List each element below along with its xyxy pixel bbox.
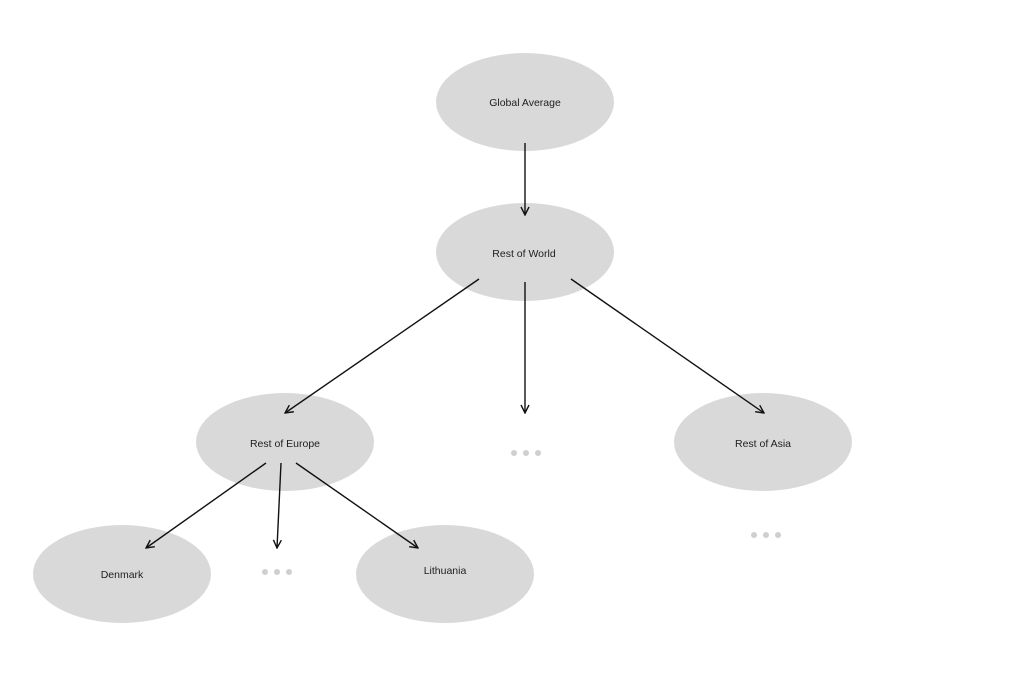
node-rest-of-europe[interactable]: Rest of Europe	[196, 393, 374, 491]
node-rest-of-europe-label: Rest of Europe	[250, 438, 320, 450]
europe-ellipsis-indicator	[262, 569, 292, 575]
node-global-average-shape	[436, 53, 614, 151]
node-rest-of-europe-shape	[196, 393, 374, 491]
node-rest-of-asia-shape	[674, 393, 852, 491]
edge-europe-to-lithuania	[295, 462, 418, 548]
node-global-average[interactable]: Global Average	[436, 53, 614, 151]
europe-ellipsis-dot	[262, 569, 268, 575]
node-denmark-shape	[33, 525, 211, 623]
asia-ellipsis-dot	[775, 532, 781, 538]
world-ellipsis-indicator	[511, 450, 541, 456]
node-lithuania[interactable]: Lithuania	[356, 525, 534, 623]
node-denmark[interactable]: Denmark	[33, 525, 211, 623]
edge-world-to-europe	[285, 278, 480, 413]
europe-ellipsis-dot	[274, 569, 280, 575]
node-rest-of-world-shape	[436, 203, 614, 301]
edge-europe-to-ellipsis	[277, 462, 281, 548]
node-rest-of-world[interactable]: Rest of World	[436, 203, 614, 301]
world-ellipsis-dot	[535, 450, 541, 456]
edge-world-to-asia	[570, 278, 764, 413]
asia-ellipsis-dot	[763, 532, 769, 538]
asia-ellipsis-indicator	[751, 532, 781, 538]
node-rest-of-world-label: Rest of World	[492, 248, 556, 260]
world-ellipsis-dot	[511, 450, 517, 456]
node-rest-of-asia[interactable]: Rest of Asia	[674, 393, 852, 491]
asia-ellipsis-dot	[751, 532, 757, 538]
node-lithuania-label: Lithuania	[424, 565, 467, 577]
node-denmark-label: Denmark	[101, 569, 144, 581]
node-lithuania-shape	[356, 525, 534, 623]
world-ellipsis-dot	[523, 450, 529, 456]
europe-ellipsis-dot	[286, 569, 292, 575]
node-global-average-label: Global Average	[489, 97, 561, 109]
node-rest-of-asia-label: Rest of Asia	[735, 438, 791, 450]
edge-europe-to-denmark	[146, 462, 267, 548]
